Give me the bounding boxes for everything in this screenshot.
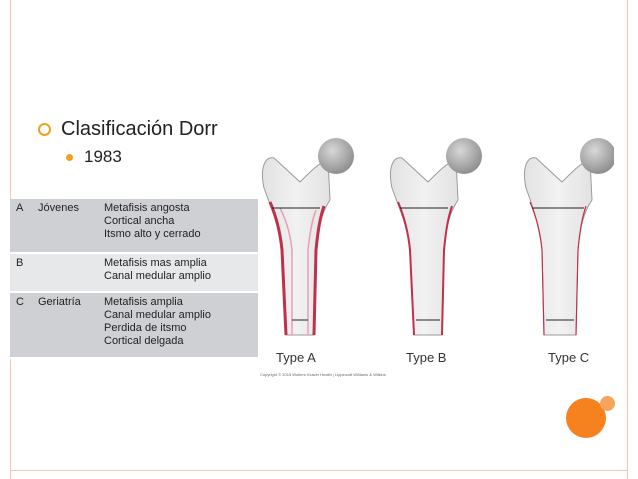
- femur-type-b: [389, 138, 482, 336]
- figure-copyright: Copyright © 2015 Wolters Kluwer Health |…: [260, 372, 386, 377]
- femur-type-a: [261, 138, 354, 336]
- table-row: B Metafisis mas amplia Canal medular amp…: [10, 253, 258, 293]
- type-cell: A: [10, 199, 34, 254]
- type-c-label: Type C: [548, 350, 589, 365]
- frame-right-line: [627, 0, 628, 479]
- bullet-year: 1983: [84, 147, 122, 166]
- description-line: Itsmo alto y cerrado: [104, 228, 201, 240]
- dorr-femur-illustration: Type A Type B Type C Copyright © 2015 Wo…: [258, 130, 614, 380]
- group-cell: Jóvenes: [34, 199, 100, 254]
- ring-bullet-icon: [38, 123, 51, 136]
- table-row: A Jóvenes Metafisis angosta Cortical anc…: [10, 199, 258, 254]
- description-line: Canal medular amplio: [104, 309, 211, 321]
- bullet-level-2: 1983: [66, 147, 122, 167]
- description-line: Metafisis amplia: [104, 296, 183, 308]
- description-line: Metafisis mas amplia: [104, 257, 207, 269]
- dot-bullet-icon: [66, 153, 73, 161]
- description-cell: Metafisis amplia Canal medular amplio Pe…: [100, 292, 258, 359]
- frame-bottom-line: [10, 470, 628, 471]
- type-a-label: Type A: [276, 350, 316, 365]
- group-cell: Geriatría: [34, 292, 100, 359]
- femur-diagram: Type A Type B Type C Copyright © 2015 Wo…: [260, 138, 614, 377]
- description-cell: Metafisis angosta Cortical ancha Itsmo a…: [100, 199, 258, 254]
- femur-type-c: [523, 138, 614, 336]
- bullet-level-1: Clasificación Dorr: [38, 118, 218, 141]
- description-line: Cortical ancha: [104, 215, 175, 227]
- description-line: Perdida de itsmo: [104, 322, 187, 334]
- type-cell: B: [10, 253, 34, 293]
- dorr-classification-table: A Jóvenes Metafisis angosta Cortical anc…: [10, 199, 258, 359]
- description-line: Cortical delgada: [104, 335, 184, 347]
- table-row: C Geriatría Metafisis amplia Canal medul…: [10, 292, 258, 359]
- description-cell: Metafisis mas amplia Canal medular ampli…: [100, 253, 258, 293]
- description-line: Canal medular amplio: [104, 270, 211, 282]
- decorative-small-circle: [600, 396, 615, 411]
- group-cell: [34, 253, 100, 293]
- decorative-orange-circle: [566, 398, 606, 438]
- bullet-title: Clasificación Dorr: [61, 118, 218, 140]
- type-cell: C: [10, 292, 34, 359]
- description-line: Metafisis angosta: [104, 202, 190, 214]
- type-b-label: Type B: [406, 350, 446, 365]
